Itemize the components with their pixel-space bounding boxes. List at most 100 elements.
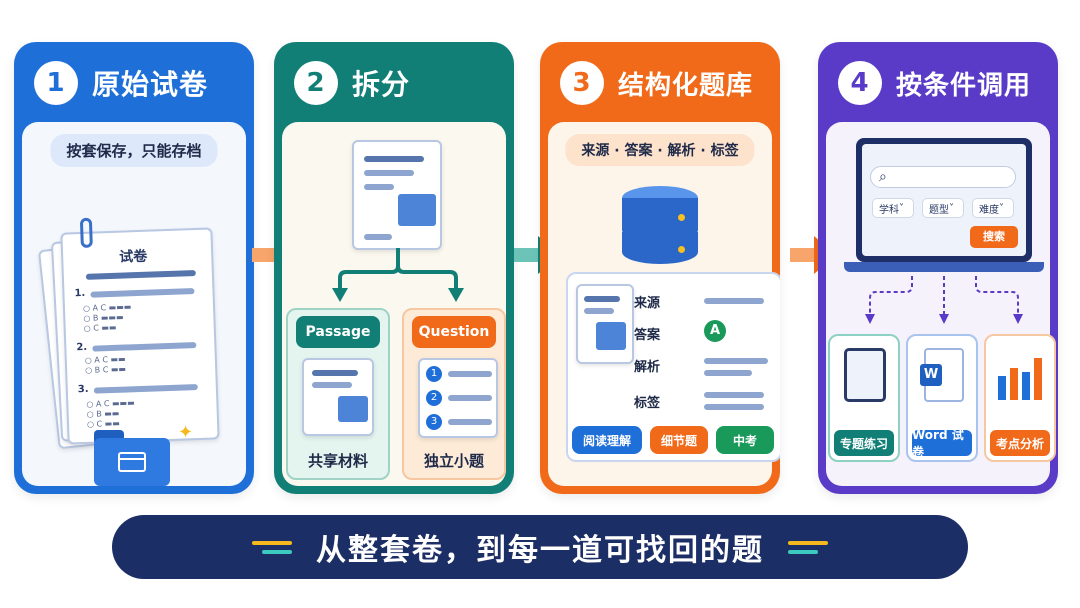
doc-line (364, 234, 392, 240)
panel-header: 1 原始试卷 (14, 42, 254, 124)
passage-caption: 共享材料 (307, 452, 368, 470)
question-list: 1 2 3 (418, 358, 498, 438)
doc-line (448, 395, 492, 401)
field-tags: 标签 (634, 396, 661, 411)
panel-header: 2 拆分 (274, 42, 514, 124)
search-icon: ⌕ (879, 169, 887, 185)
step-number: 2 (294, 61, 338, 105)
field-source: 来源 (634, 296, 661, 311)
question-number: 2. (76, 341, 88, 354)
doc-line (364, 184, 394, 190)
word-doc-icon: W (920, 348, 964, 402)
doc-line (364, 170, 414, 176)
panel-title: 结构化题库 (618, 70, 754, 101)
subtitle-pill: 来源 · 答案 · 解析 · 标签 (565, 134, 755, 166)
paper-line (92, 342, 197, 352)
panel-title: 原始试卷 (92, 68, 209, 101)
panel-split: 2 拆分 Passage 共享材料 Question (274, 42, 514, 494)
field-answer: 答案 (634, 328, 661, 343)
bar-chart-icon (998, 376, 1006, 400)
dash-decoration (788, 540, 828, 554)
doc-line (448, 371, 492, 377)
panel-conditional-retrieval: 4 按条件调用 ⌕ 学科 ˅ 题型 ˅ 难度 ˅ 搜索 专题练习 (818, 42, 1058, 494)
image-icon (338, 396, 368, 422)
sparkle-icon: ✦ (178, 422, 194, 443)
bar-chart-icon (1034, 358, 1042, 400)
step-number: 4 (838, 61, 882, 105)
question-caption: 独立小题 (423, 452, 484, 470)
paper-title: 试卷 (118, 248, 148, 266)
clipboard-icon (844, 348, 886, 402)
question-document (576, 284, 634, 364)
subtitle-pill: 按套保存，只能存档 (50, 134, 218, 167)
dash-decoration (252, 540, 292, 554)
passage-document (302, 358, 374, 436)
panel-question-bank: 3 结构化题库 来源 · 答案 · 解析 · 标签 来源 答案 A 解析 标签 (540, 42, 780, 494)
summary-text: 从整套卷，到每一道可找回的题 (316, 533, 764, 568)
source-document (352, 140, 442, 250)
doc-line (584, 308, 614, 314)
field-analysis: 解析 (634, 360, 661, 375)
tag-exam: 中考 (716, 426, 774, 454)
panel-body: Passage 共享材料 Question 1 2 3 独立小题 (282, 122, 506, 486)
field-value-line (704, 358, 768, 364)
passage-label: Passage (296, 316, 380, 348)
laptop-base (844, 262, 1044, 272)
question-number: 3. (77, 383, 89, 396)
panel-body: 按套保存，只能存档 试卷 1. ○ A C ▬▬▬ ○ B ▬▬▬ ○ C ▬▬… (22, 122, 246, 486)
summary-banner: 从整套卷，到每一道可找回的题 (112, 515, 968, 579)
retrieval-arrows (865, 276, 1023, 324)
doc-line (312, 370, 358, 376)
output-label: Word 试卷 (912, 428, 972, 459)
image-icon (398, 194, 436, 226)
bar-chart-icon (1022, 372, 1030, 400)
field-value-line (704, 298, 764, 304)
step-number: 3 (560, 61, 604, 105)
output-practice: 专题练习 (828, 334, 900, 462)
panel-body: 来源 · 答案 · 解析 · 标签 来源 答案 A 解析 标签 阅读理解 细节题… (548, 122, 780, 486)
paper-line (85, 270, 196, 280)
output-analysis: 考点分析 (984, 334, 1056, 462)
option-group: ○ A C ▬▬ ○ B C ▬▬ (84, 354, 127, 375)
panel-title: 拆分 (352, 68, 411, 101)
search-input[interactable]: ⌕ (870, 166, 1016, 188)
database-icon (622, 186, 698, 276)
option-group: ○ A C ▬▬▬ ○ B ▬▬ ○ C ▬▬ (86, 398, 135, 429)
exam-paper: 试卷 1. ○ A C ▬▬▬ ○ B ▬▬▬ ○ C ▬▬ 2. ○ A C … (60, 217, 220, 445)
split-arrow (332, 248, 464, 302)
question-badge: 3 (426, 414, 442, 430)
question-badge: 2 (426, 390, 442, 406)
panel-header: 4 按条件调用 (818, 42, 1058, 124)
output-label: 考点分析 (990, 430, 1050, 456)
panel-body: ⌕ 学科 ˅ 题型 ˅ 难度 ˅ 搜索 专题练习 W Word 试卷 (826, 122, 1056, 486)
doc-line (448, 419, 492, 425)
search-button[interactable]: 搜索 (970, 226, 1018, 248)
paper-line (93, 384, 198, 394)
filter-type[interactable]: 题型 ˅ (922, 198, 964, 218)
tag-detail: 细节题 (650, 426, 708, 454)
option-group: ○ A C ▬▬▬ ○ B ▬▬▬ ○ C ▬▬ (82, 302, 132, 333)
question-badge: 1 (426, 366, 442, 382)
output-label: 专题练习 (834, 430, 894, 456)
panel-title: 按条件调用 (896, 70, 1032, 101)
output-word-paper: W Word 试卷 (906, 334, 978, 462)
step-number: 1 (34, 61, 78, 105)
tag-reading: 阅读理解 (572, 426, 642, 454)
panel-header: 3 结构化题库 (540, 42, 780, 124)
filter-difficulty[interactable]: 难度 ˅ (972, 198, 1014, 218)
question-number: 1. (74, 287, 86, 300)
field-value-line (704, 370, 752, 376)
doc-line (364, 156, 424, 162)
image-icon (596, 322, 626, 350)
field-value-line (704, 404, 764, 410)
doc-line (584, 296, 620, 302)
bar-chart-icon (1010, 368, 1018, 400)
doc-line (312, 382, 352, 388)
answer-badge: A (704, 320, 726, 342)
field-value-line (704, 392, 764, 398)
question-label: Question (412, 316, 496, 348)
paperclip-icon (79, 217, 93, 249)
filter-subject[interactable]: 学科 ˅ (872, 198, 914, 218)
archive-folder-icon (94, 430, 170, 486)
panel-original-papers: 1 原始试卷 按套保存，只能存档 试卷 1. ○ A C ▬▬▬ ○ B ▬▬▬… (14, 42, 254, 494)
